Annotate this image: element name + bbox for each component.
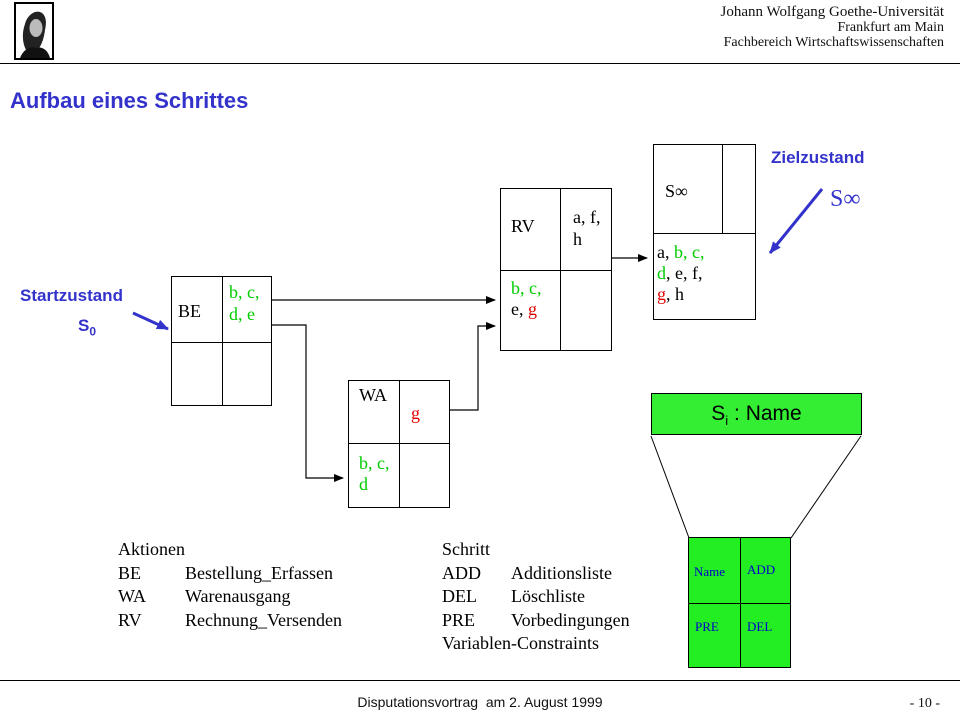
box-divider-h (349, 443, 449, 444)
university-city: Frankfurt am Main (837, 20, 944, 35)
goethe-portrait-logo (14, 2, 54, 60)
action-box-be: BE b, c, d, e (171, 276, 272, 406)
legend-row: ADD Additionsliste (442, 562, 630, 586)
start-symbol-letter: S (78, 316, 90, 335)
start-symbol-sub: 0 (89, 324, 97, 339)
legend-desc: Löschliste (511, 586, 585, 606)
goal-line2-green: d (657, 263, 666, 283)
zoom-line-right (790, 435, 862, 539)
goal-name: S∞ (665, 181, 688, 201)
actions-legend-header: Aktionen (118, 539, 185, 559)
rv-pre-line2-black: e, (511, 299, 528, 319)
box-divider-v (560, 189, 561, 350)
legend-code: PRE (442, 609, 476, 630)
goal-line1-black: a, (657, 242, 674, 262)
step-legend-extra: Variablen-Constraints (442, 633, 599, 653)
zoom-line-left (650, 435, 690, 539)
department-name: Fachbereich Wirtschaftswissenschaften (723, 35, 944, 50)
box-divider-v (722, 145, 723, 233)
action-box-rv: RV a, f, h b, c, e, g (500, 188, 612, 351)
goal-state-label: Zielzustand (771, 148, 865, 167)
slide-title: Aufbau eines Schrittes (10, 88, 249, 113)
legend-row: PRE Vorbedingungen (442, 609, 630, 633)
wa-pre-line2: d (359, 474, 368, 494)
rv-add-line1: a, f, (573, 207, 601, 227)
page-number: - 10 - (909, 696, 940, 711)
goal-line3: g, h (657, 284, 684, 304)
legend-row: WA Warenausgang (118, 585, 342, 609)
step-legend: Schritt ADD Additionsliste DEL Löschliste … (442, 538, 630, 656)
legend-row: BE Bestellung_Erfassen (118, 562, 342, 586)
step-schema-box: Name ADD PRE DEL (688, 537, 791, 668)
step-legend-table: ADD Additionsliste DEL Löschliste PRE Vorbe… (442, 562, 630, 633)
box-divider-v (222, 277, 223, 405)
footer-rule (0, 680, 960, 681)
legend-desc: Vorbedingungen (511, 609, 630, 630)
goal-state-symbol: S∞ (830, 186, 861, 212)
rv-pre-line2-red: g (528, 299, 537, 319)
footer-text: Disputationsvortrag am 2. August 1999 (357, 694, 603, 710)
step-legend-header: Schritt (442, 539, 490, 559)
wa-add: g (411, 403, 420, 423)
schema-add-cell: ADD (747, 562, 776, 577)
step-name-box: Si : Name (651, 393, 862, 435)
university-header: Johann Wolfgang Goethe-Universität Frank… (720, 4, 944, 51)
legend-code: RV (118, 609, 142, 630)
rv-add-line2: h (573, 229, 582, 249)
arrow-wa-to-rv (450, 322, 496, 411)
box-divider-h (689, 603, 790, 604)
be-add-line2: d, e (229, 304, 255, 324)
schema-name-cell: Name (694, 564, 726, 579)
goal-line2: d, e, f, (657, 263, 702, 283)
arrow-start-label (132, 311, 169, 331)
legend-row: RV Rechnung_Versenden (118, 609, 342, 633)
step-name-rest: : Name (728, 402, 802, 425)
step-name-sub: i (725, 413, 729, 429)
header-rule (0, 63, 960, 64)
be-add-line1: b, c, (229, 282, 260, 302)
rv-pre-line2: e, g (511, 299, 537, 319)
legend-desc: Bestellung_Erfassen (185, 562, 333, 583)
legend-desc: Warenausgang (185, 586, 291, 606)
arrow-goal-label (768, 188, 824, 254)
box-divider-h (172, 342, 271, 343)
goal-line3-red: g (657, 284, 666, 304)
be-name: BE (178, 301, 202, 321)
box-divider-h (501, 270, 611, 271)
university-name: Johann Wolfgang Goethe-Universität (720, 4, 944, 20)
start-state-symbol: S0 (78, 316, 96, 338)
box-divider-v (399, 381, 400, 507)
legend-code: WA (118, 586, 146, 606)
legend-code: BE (118, 562, 142, 583)
arrow-be-to-wa (272, 324, 344, 482)
legend-code: DEL (442, 586, 477, 606)
legend-desc: Additionsliste (511, 562, 613, 583)
legend-row: DEL Löschliste (442, 585, 630, 609)
action-box-wa: WA g b, c, d (348, 380, 450, 508)
legend-code: ADD (442, 562, 481, 583)
goal-line1: a, b, c, (657, 242, 705, 262)
schema-del-cell: DEL (747, 619, 773, 634)
rv-name: RV (511, 216, 535, 236)
box-divider-v (740, 538, 741, 667)
actions-legend: Aktionen BE Bestellung_Erfassen WA Warenau… (118, 538, 342, 632)
wa-name: WA (359, 385, 387, 405)
wa-pre-line1: b, c, (359, 453, 390, 473)
goal-line3-black: , h (666, 284, 684, 304)
legend-desc: Rechnung_Versenden (185, 609, 342, 630)
goal-line2-black: , e, f, (666, 263, 703, 283)
step-name-s: S (711, 402, 726, 425)
schema-pre-cell: PRE (695, 619, 719, 634)
goal-line1-green: b, c, (674, 242, 705, 262)
box-divider-h (654, 233, 755, 234)
start-state-label: Startzustand (20, 286, 123, 305)
rv-pre-line1: b, c, (511, 278, 542, 298)
goal-state-box: S∞ a, b, c, d, e, f, g, h (653, 144, 756, 320)
